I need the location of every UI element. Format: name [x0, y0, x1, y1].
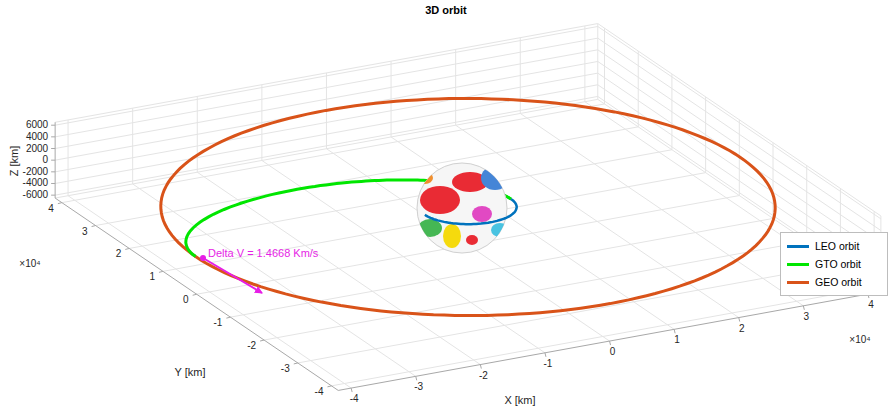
grid-line — [55, 99, 598, 198]
earth — [417, 163, 509, 253]
legend-swatch — [787, 281, 809, 284]
grid-line — [55, 24, 598, 123]
grid-line — [674, 329, 675, 333]
tick-label: -6000 — [23, 189, 49, 201]
grid-line — [51, 160, 55, 161]
grid-line — [260, 340, 264, 341]
grid-line — [226, 317, 230, 318]
grid-line — [51, 171, 55, 172]
tick-label: 2 — [116, 248, 122, 260]
legend-entry: GTO orbit — [781, 255, 887, 273]
tick-label: -1 — [213, 317, 222, 329]
geo-orbit — [161, 99, 775, 316]
grid-line — [598, 50, 881, 242]
grid-line — [338, 292, 881, 391]
axis-label: Y [km] — [175, 366, 206, 378]
tick-label: 6000 — [26, 119, 48, 131]
axis-exponent: ×10⁴ — [19, 258, 40, 270]
legend-entry: LEO orbit — [781, 237, 887, 255]
grid-line — [51, 148, 55, 149]
tick-label: -2000 — [23, 166, 49, 178]
grid-line — [125, 248, 129, 249]
tick-label: -4000 — [23, 177, 49, 189]
tick-label: 0 — [610, 346, 616, 358]
tick-label: -2 — [247, 340, 256, 352]
grid-line — [55, 198, 338, 390]
tick-label: -1 — [543, 358, 552, 370]
grid-line — [480, 365, 481, 369]
tick-label: 4000 — [26, 131, 48, 143]
grid-line — [51, 183, 55, 184]
grid-line — [51, 195, 55, 196]
grid-line — [351, 388, 352, 392]
grid-line — [416, 376, 417, 380]
tick-label: -3 — [414, 381, 423, 393]
tick-label: -3 — [281, 363, 290, 375]
legend-text: GEO orbit — [815, 276, 862, 288]
legend-text: GTO orbit — [815, 258, 861, 270]
chart-title: 3D orbit — [0, 4, 892, 16]
grid-line — [598, 38, 881, 230]
grid-line — [62, 104, 605, 203]
grid-line — [193, 294, 197, 295]
grid-line — [739, 318, 740, 322]
tick-label: 1 — [674, 334, 680, 346]
leo-orbit-front — [425, 199, 517, 224]
grid-line — [598, 24, 881, 216]
tick-label: 0 — [43, 154, 49, 166]
grid-line — [58, 203, 62, 204]
grid-line — [803, 306, 804, 310]
axis-exponent: ×10⁴ — [849, 334, 870, 346]
tick-label: 2 — [739, 323, 745, 335]
legend-swatch — [787, 245, 809, 248]
grid-line — [598, 26, 881, 218]
axis-label: Z [km] — [8, 146, 20, 177]
tick-label: 3 — [804, 311, 810, 323]
tick-label: 2000 — [26, 143, 48, 155]
tick-label: -4 — [350, 393, 359, 405]
legend-box: LEO orbitGTO orbitGEO orbit — [780, 232, 888, 296]
grid-line — [610, 341, 611, 345]
grid-line — [326, 149, 609, 341]
tick-label: 3 — [82, 226, 88, 238]
grid-line — [598, 85, 881, 277]
legend-swatch — [787, 263, 809, 266]
tick-label: 4 — [48, 203, 54, 215]
tick-label: 0 — [183, 294, 189, 306]
grid-line — [294, 363, 298, 364]
tick-label: 4 — [868, 299, 874, 311]
grid-line — [545, 353, 546, 357]
grid-line — [55, 38, 598, 137]
legend-entry: GEO orbit — [781, 273, 887, 291]
axes-grid — [51, 24, 881, 393]
grid-line — [597, 24, 598, 100]
delta-v-arrow — [203, 258, 262, 293]
grid-line — [129, 150, 672, 249]
annotation-label: Delta V = 1.4668 Km/s — [208, 247, 318, 259]
grid-line — [51, 136, 55, 137]
grid-line — [159, 271, 163, 272]
grid-line — [163, 173, 706, 272]
tick-label: -4 — [315, 386, 324, 398]
grid-line — [598, 99, 881, 291]
grid-line — [92, 226, 96, 227]
tick-label: -2 — [479, 370, 488, 382]
legend-text: LEO orbit — [815, 240, 859, 252]
grid-line — [51, 125, 55, 126]
grid-line — [327, 386, 331, 387]
tick-label: 1 — [149, 271, 155, 283]
axis-label: X [km] — [504, 394, 535, 406]
